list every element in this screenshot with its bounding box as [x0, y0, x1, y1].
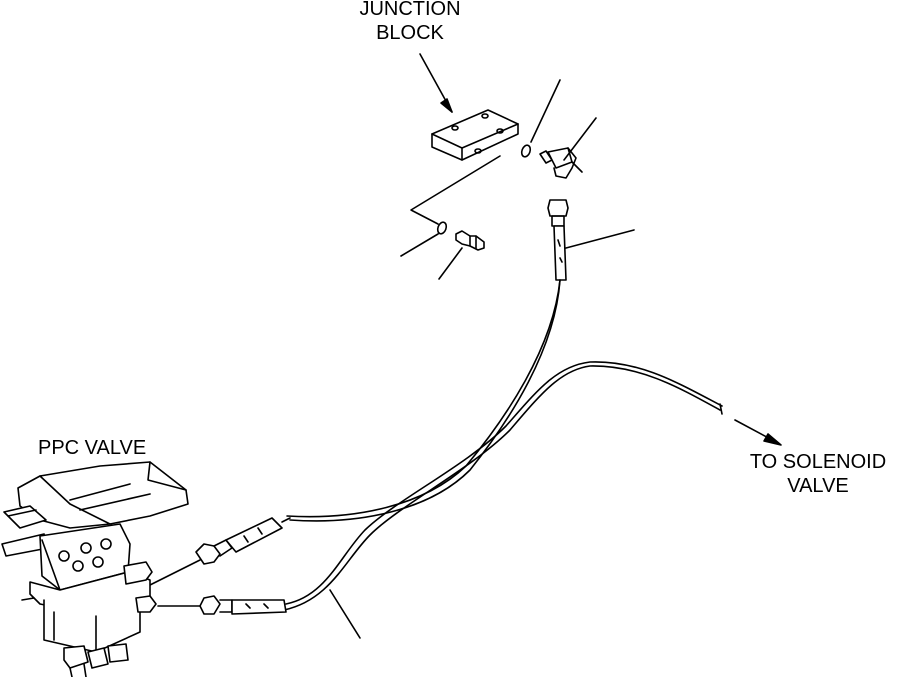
to-solenoid-valve-label-line2: VALVE — [787, 475, 849, 497]
o-ring-icon — [520, 144, 532, 158]
hose-line-to-solenoid — [283, 365, 721, 611]
block-connection-line — [410, 155, 501, 225]
ppc-valve-icon — [1, 461, 189, 677]
ppc-valve-label: PPC VALVE — [38, 437, 147, 459]
upper-hose-fitting-icon — [149, 517, 291, 586]
junction-block-label: JUNCTION BLOCK — [340, 0, 480, 45]
hose-line-upper — [289, 279, 561, 522]
to-solenoid-valve-label: TO SOLENOID VALVE — [748, 450, 888, 498]
junction-block-label-line2: BLOCK — [376, 22, 444, 44]
straight-fitting-icon — [438, 230, 485, 280]
o-ring-lower-icon — [436, 221, 448, 235]
to-solenoid-valve-label-line1: TO SOLENOID — [749, 451, 887, 473]
junction-block — [431, 109, 519, 161]
lower-hose-fitting-icon — [157, 595, 287, 615]
hose-end-fitting-icon — [547, 199, 635, 281]
elbow-fitting-icon — [539, 117, 597, 179]
junction-block-label-line1: JUNCTION — [359, 0, 461, 20]
